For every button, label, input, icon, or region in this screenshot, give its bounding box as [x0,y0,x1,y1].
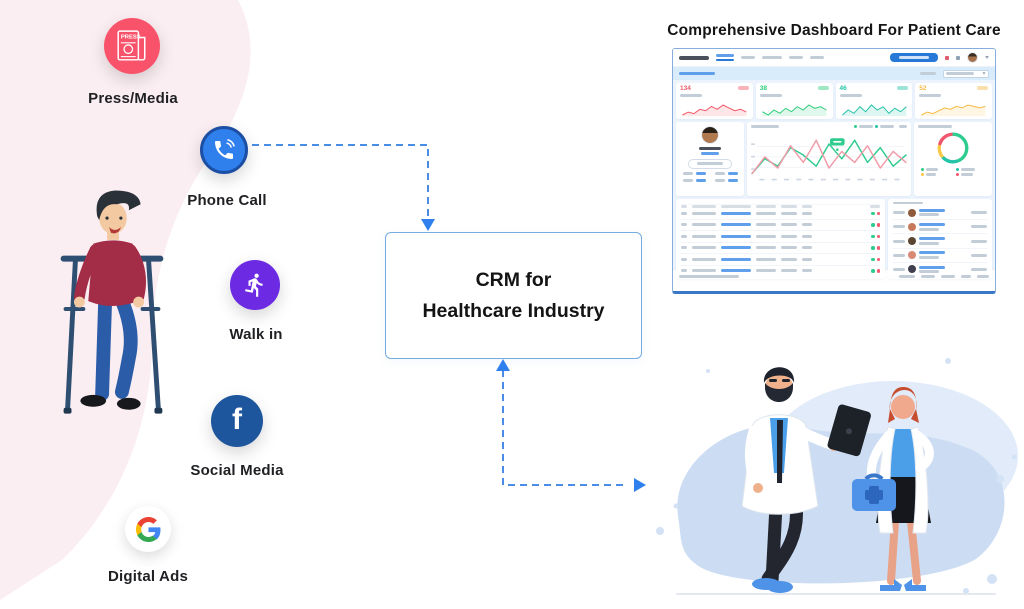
phone-call-icon [215,139,235,159]
doctor-name-skeleton [699,146,721,150]
digital-ads-circle [125,506,171,552]
recent-patients-rows [893,206,987,276]
activity-line-chart [751,138,907,181]
donut-title-skeleton [918,125,952,128]
list-item[interactable] [893,233,987,247]
female-doctor [852,387,934,591]
walk-in-circle [230,260,280,310]
dashboard-primary-button[interactable] [890,53,938,62]
dashboard-logo [679,55,709,60]
dashboard-nav-item[interactable] [810,56,824,59]
dashboard-header [673,49,995,67]
stat-value: 134 [680,85,691,92]
stat-value: 52 [919,85,927,92]
footer-link[interactable] [921,274,935,278]
stat-badge [737,86,749,90]
patient-crutches-illustration [60,190,164,414]
footer-link[interactable] [961,274,971,278]
patients-title-skeleton [893,202,923,205]
recent-patients-card [888,199,992,279]
table-row[interactable] [681,218,880,231]
stat-card: 46 [835,83,913,119]
list-item[interactable] [893,247,987,262]
message-icon[interactable] [956,55,960,60]
dashboard-welcome-bar [673,67,995,80]
sparkline-chart [682,104,747,116]
dashboard-nav-item-active[interactable] [716,54,734,61]
social-media-label: Social Media [190,462,284,479]
sparkline-chart [921,104,986,116]
donut-chart [937,132,969,164]
footer-link[interactable] [977,274,989,278]
profile-pill-button[interactable] [688,158,732,169]
sparkline-chart [841,104,907,116]
stat-card: 52 [915,83,992,119]
crm-box-line1: CRM for [475,269,552,292]
stat-value: 38 [759,85,767,92]
stat-badge [817,86,829,90]
dashboard-nav-item[interactable] [741,56,755,59]
stat-cards-row: 134 38 46 5 [676,83,992,119]
list-item[interactable] [893,206,987,219]
user-avatar[interactable] [967,52,978,63]
dashboard-nav-item[interactable] [762,56,782,59]
crm-box: CRM for Healthcare Industry [385,232,642,359]
table-row[interactable] [681,241,880,254]
press-media-label: Press/Media [88,90,178,107]
digital-ads-label: Digital Ads [108,568,188,585]
social-media-circle: f [211,395,263,447]
sparkline-chart [761,104,827,116]
chevron-down-icon [985,56,989,59]
footer-link[interactable] [941,274,955,278]
doctors-illustration [656,358,1018,595]
welcome-text-skeleton [679,72,715,75]
crm-box-line2: Healthcare Industry [422,299,605,322]
table-row[interactable] [681,208,880,219]
footer-link[interactable] [899,274,915,278]
copyright-skeleton [679,274,739,278]
doctor-avatar [701,126,719,144]
appointments-table-card [676,199,885,279]
date-range-select[interactable] [943,69,989,78]
google-g-icon [135,516,160,542]
press-newspaper-icon: PRESS [117,30,146,61]
table-header-row [681,204,880,208]
dashboard-nav-item[interactable] [789,56,803,59]
legend-dot-teal [875,125,878,128]
arrow-crm-to-team [496,359,646,492]
table-row[interactable] [681,253,880,265]
donut-chart-card [914,122,992,196]
walking-person-icon [245,273,263,297]
doctor-profile-card [676,122,744,196]
stat-badge [897,86,909,90]
table-row[interactable] [681,264,880,277]
dashboard-body: 134 38 46 5 [673,80,995,279]
stat-badge [977,86,988,90]
press-media-circle: PRESS [104,18,160,74]
male-doctor [741,367,871,593]
doctor-link-skeleton[interactable] [701,152,719,155]
stat-card: 38 [755,83,833,119]
phone-call-label: Phone Call [187,192,267,209]
stat-value: 46 [839,85,847,92]
chart-title-skeleton [751,125,779,128]
dashboard-title: Comprehensive Dashboard For Patient Care [667,22,1001,39]
donut-legend [921,168,985,176]
list-item[interactable] [893,219,987,233]
activity-line-chart-card [747,122,911,196]
list-item[interactable] [893,261,987,276]
middle-cards-row [676,122,992,196]
stat-card: 134 [676,83,753,119]
filter-label-skeleton [920,72,936,75]
facebook-icon: f [232,403,242,436]
phone-call-circle [200,126,248,174]
legend-dot-green [854,125,857,128]
walk-in-label: Walk in [229,326,283,343]
dashboard-screenshot: 134 38 46 5 [672,48,996,294]
table-row[interactable] [681,230,880,242]
bottom-cards-row [676,199,992,279]
notification-icon[interactable] [945,55,949,60]
appointments-table-rows [681,208,880,276]
svg-text:PRESS: PRESS [121,35,141,41]
